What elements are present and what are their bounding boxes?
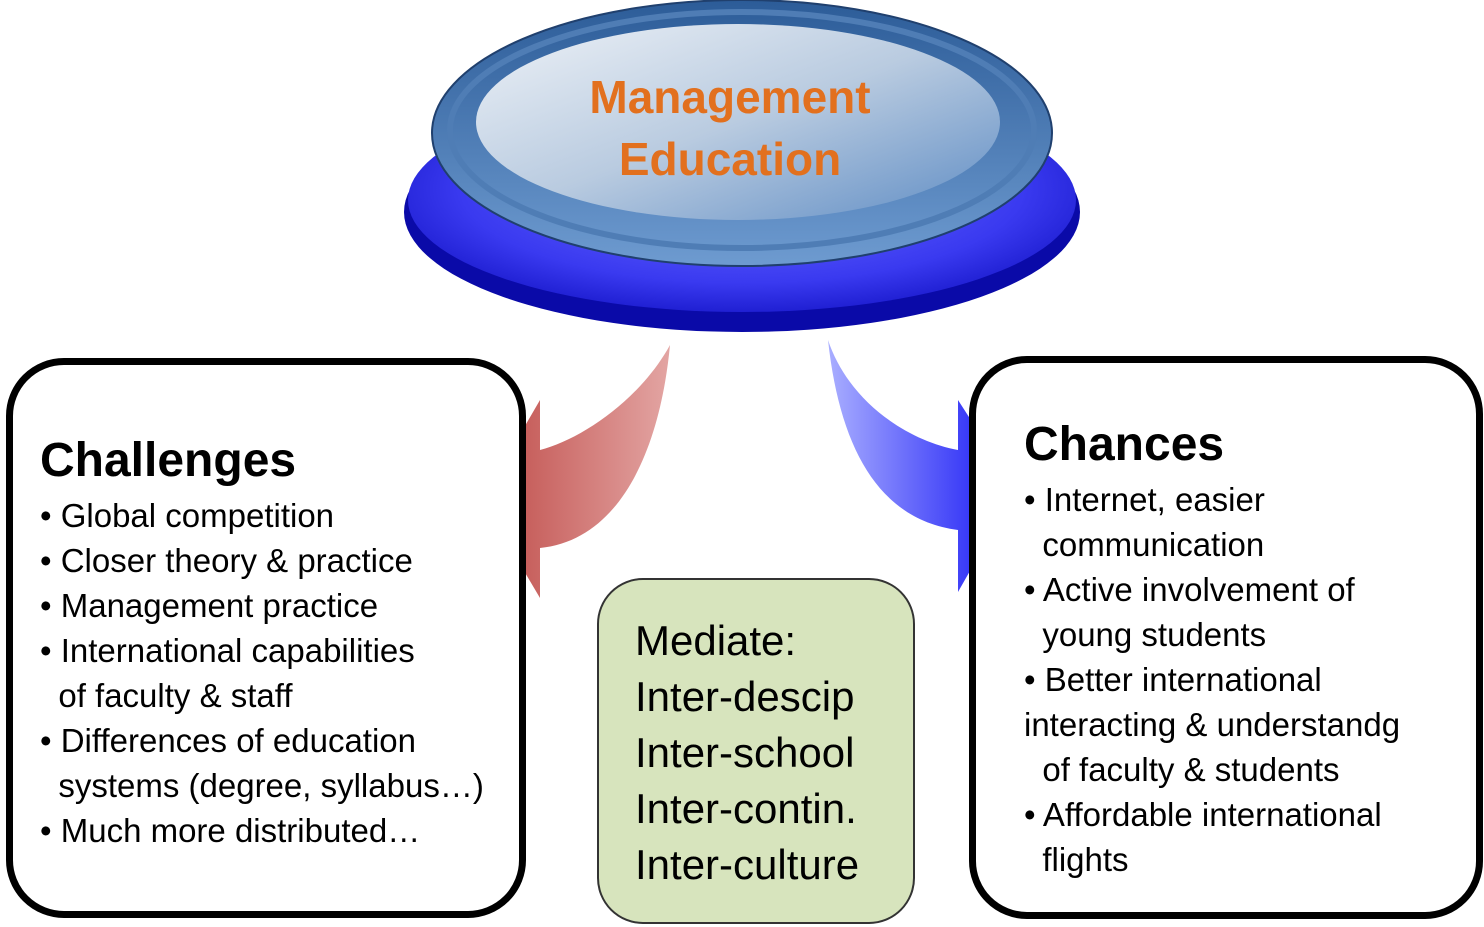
chances-box: Chances • Internet, easier communication… (969, 356, 1483, 919)
center-disc-rim (447, 9, 1037, 251)
chances-item: • Active involvement of (1024, 571, 1355, 608)
chances-item: communication (1024, 526, 1265, 563)
chances-item: flights (1024, 841, 1129, 878)
mediate-line: Mediate: (635, 617, 797, 664)
center-inner-highlight (476, 24, 1000, 220)
center-title-line-1: Management (589, 71, 871, 123)
chances-item: young students (1024, 616, 1267, 653)
mediate-box: Mediate: Inter-descip Inter-school Inter… (597, 578, 915, 924)
challenges-item: • Closer theory & practice (40, 542, 413, 579)
left-curved-arrow (482, 345, 670, 598)
challenges-item: • Global competition (40, 497, 335, 534)
chances-item: • Better international (1024, 661, 1322, 698)
center-title-line-2: Education (618, 133, 842, 185)
challenges-item: of faculty & staff (40, 677, 293, 714)
challenges-item: systems (degree, syllabus…) (40, 767, 484, 804)
challenges-box: Challenges • Global competition • Closer… (6, 358, 526, 918)
mediate-line: Inter-descip (635, 673, 855, 720)
challenges-item: • Much more distributed… (40, 812, 421, 849)
challenges-item: • International capabilities (40, 632, 415, 669)
chances-item: • Internet, easier (1024, 481, 1265, 518)
challenges-item: • Management practice (40, 587, 379, 624)
chances-item: • Affordable international (1024, 796, 1382, 833)
challenges-heading: Challenges (40, 434, 297, 487)
chances-item: interacting & understandg (1024, 706, 1401, 743)
center-title: Management Education (500, 66, 960, 190)
mediate-line: Inter-contin. (635, 785, 857, 832)
chances-item: of faculty & students (1024, 751, 1340, 788)
mediate-line: Inter-school (635, 729, 855, 776)
mediate-line: Inter-culture (635, 841, 860, 888)
chances-heading: Chances (1024, 418, 1225, 471)
challenges-item: • Differences of education (40, 722, 417, 759)
